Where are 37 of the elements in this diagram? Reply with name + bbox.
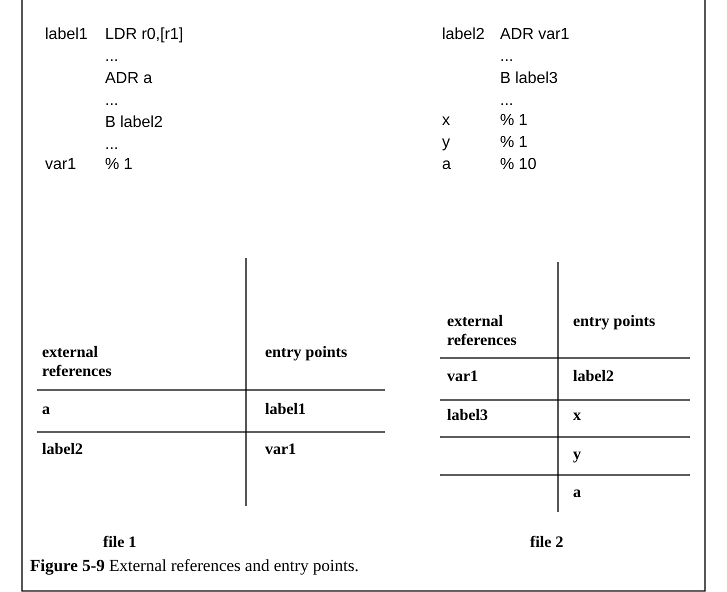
code-label: y <box>442 134 450 152</box>
code-label: label2 <box>442 26 485 44</box>
table-cell: label2 <box>573 368 614 386</box>
ellipsis: ... <box>105 48 118 66</box>
code-instruction: % 1 <box>500 112 528 130</box>
column-header: entry points <box>265 343 348 362</box>
table-cell: label1 <box>265 401 306 419</box>
code-label: label1 <box>45 26 88 44</box>
column-header: external references <box>42 343 113 381</box>
table-cell: var1 <box>447 368 478 386</box>
code-label: a <box>442 156 451 174</box>
code-instruction: % 1 <box>105 156 133 174</box>
figure-caption: Figure 5-9 External references and entry points. <box>30 556 359 576</box>
ellipsis: ... <box>105 136 118 154</box>
ellipsis: ... <box>105 92 118 110</box>
code-instruction: % 1 <box>500 134 528 152</box>
file-label: file 2 <box>530 534 564 552</box>
table-cell: a <box>42 401 50 419</box>
table-cell: label3 <box>447 407 488 425</box>
code-instruction: B label2 <box>105 114 163 132</box>
code-label: x <box>442 112 450 130</box>
column-header: entry points <box>573 312 656 331</box>
code-instruction: ADR a <box>105 70 152 88</box>
ellipsis: ... <box>500 92 514 110</box>
code-instruction: % 10 <box>500 156 536 174</box>
column-header: external references <box>447 312 518 350</box>
code-instruction: LDR r0,[r1] <box>105 26 184 44</box>
table-cell: a <box>573 484 581 502</box>
ellipsis: ... <box>500 48 514 66</box>
code-instruction: B label3 <box>500 70 558 88</box>
file-label: file 1 <box>103 534 136 552</box>
table-cell: x <box>573 407 581 425</box>
code-label: var1 <box>45 156 76 174</box>
table-cell: var1 <box>265 441 296 459</box>
table-cell: label2 <box>42 441 83 459</box>
table-cell: y <box>573 446 581 464</box>
code-instruction: ADR var1 <box>500 26 570 44</box>
